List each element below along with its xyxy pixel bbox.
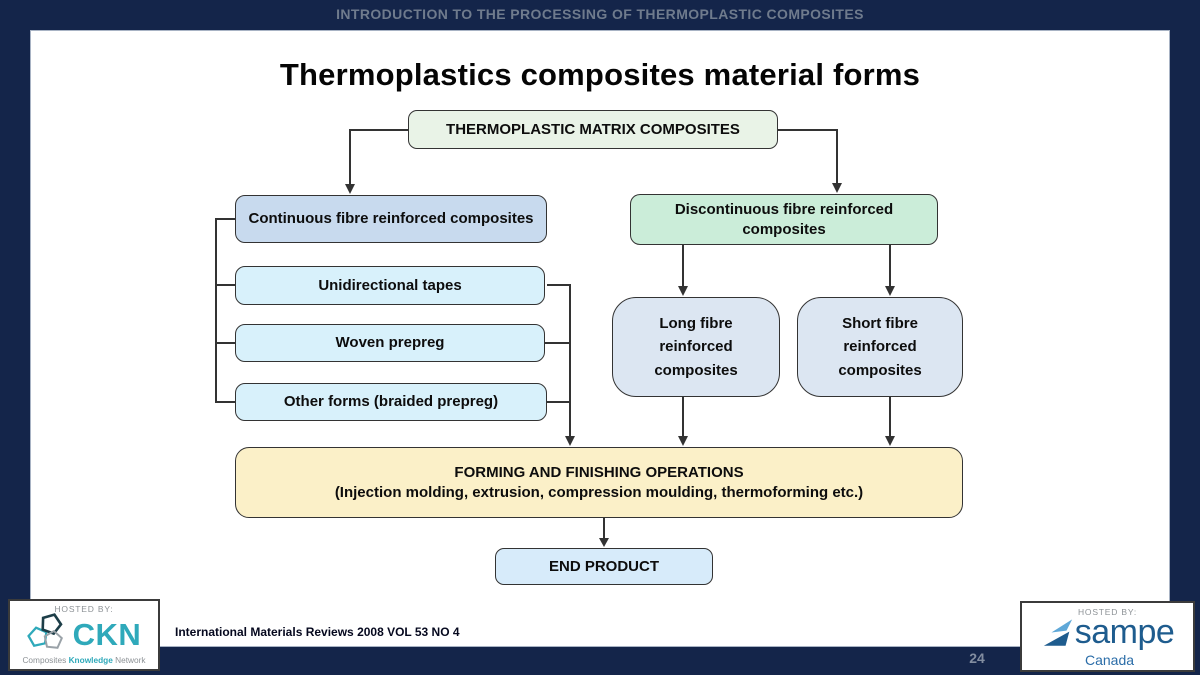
sampe-brand: sampe [1074, 613, 1175, 651]
node-other-forms: Other forms (braided prepreg) [235, 383, 547, 421]
forming-subtitle: (Injection molding, extrusion, compressi… [334, 483, 864, 501]
node-end-product: END PRODUCT [495, 548, 713, 585]
node-thermoplastic-matrix-composites: THERMOPLASTIC MATRIX COMPOSITES [408, 110, 778, 149]
node-unidirectional-tapes: Unidirectional tapes [235, 266, 545, 305]
header-title: INTRODUCTION TO THE PROCESSING OF THERMO… [336, 6, 864, 22]
node-continuous-fibre-composites: Continuous fibre reinforced composites [235, 195, 547, 243]
footer-bar [0, 647, 1200, 675]
node-forming-finishing-operations: FORMING AND FINISHING OPERATIONS (Inject… [235, 447, 963, 518]
page-number: 24 [969, 650, 985, 666]
forming-title: FORMING AND FINISHING OPERATIONS [454, 464, 744, 481]
ckn-full-name: Composites Knowledge Network [22, 655, 145, 665]
ckn-name-network: Network [112, 655, 146, 665]
sampe-triangle-icon [1041, 617, 1075, 655]
ckn-acronym: CKN [72, 616, 142, 652]
node-woven-prepreg: Woven prepreg [235, 324, 545, 362]
sampe-logo-box: HOSTED BY: sampe Canada [1020, 601, 1195, 672]
sampe-country: Canada [1084, 652, 1135, 668]
ckn-logo-box: HOSTED BY: CKN Composites Knowledge Netw… [8, 599, 160, 671]
sampe-hosted-by-label: HOSTED BY: [1077, 607, 1137, 617]
ckn-name-knowledge: Knowledge [68, 655, 113, 665]
node-long-fibre-composites: Long fibre reinforced composites [612, 297, 780, 397]
ckn-name-composites: Composites [22, 655, 69, 665]
ckn-hosted-by-label: HOSTED BY: [54, 604, 114, 614]
node-discontinuous-fibre-composites: Discontinuous fibre reinforced composite… [630, 194, 938, 245]
slide-title: Thermoplastics composites material forms [279, 57, 921, 92]
node-short-fibre-composites: Short fibre reinforced composites [797, 297, 963, 397]
ckn-pentagons-icon [26, 611, 73, 658]
citation-text: International Materials Reviews 2008 VOL… [175, 625, 460, 639]
